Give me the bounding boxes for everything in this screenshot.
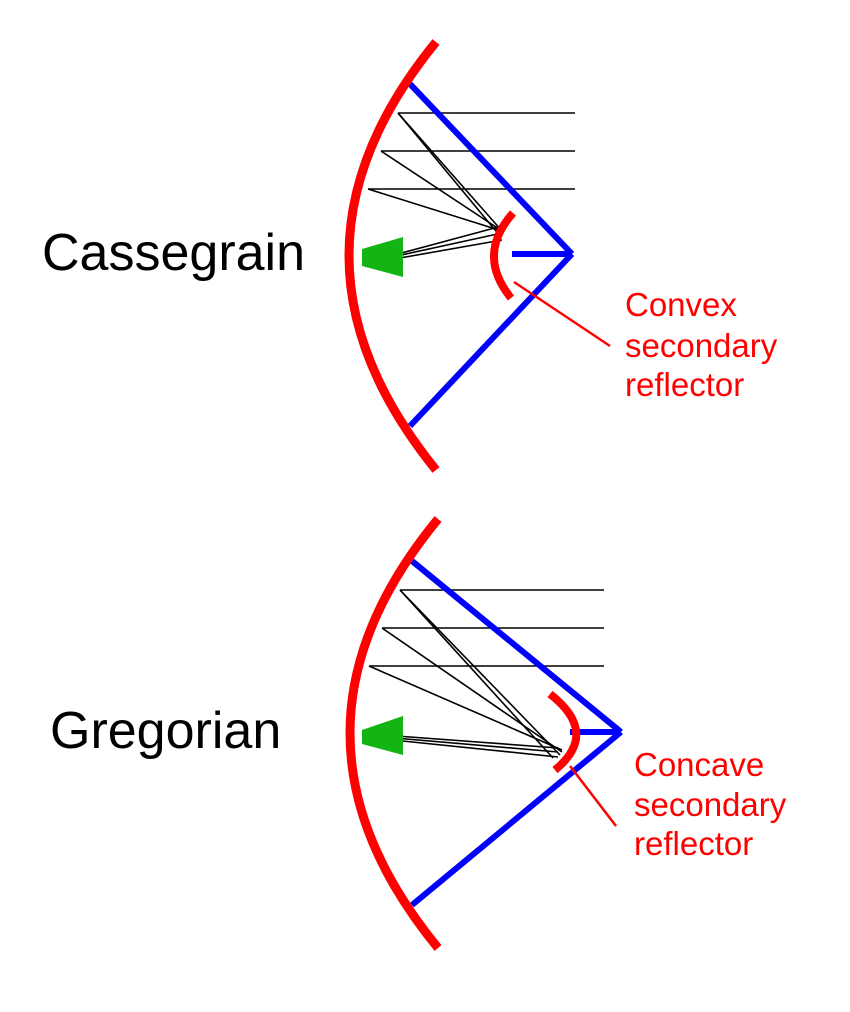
gregorian-feed-ray-3 (382, 738, 559, 758)
cassegrain-annotation-line-2: secondary (625, 327, 778, 364)
gregorian-diagram: Gregorian Concave secondary reflector (50, 516, 787, 951)
cassegrain-reflected-ray-2 (380, 150, 503, 232)
cassegrain-annotation-leader (513, 280, 611, 348)
gregorian-secondary-reflector (547, 690, 581, 774)
cassegrain-lower-strut (407, 251, 575, 429)
cassegrain-support-struts (407, 81, 575, 429)
gregorian-feed-horn (362, 716, 403, 755)
gregorian-lower-strut (410, 729, 623, 908)
gregorian-annotation-line-2: secondary (634, 786, 787, 823)
cassegrain-feed-horn (362, 237, 403, 277)
gregorian-primary-reflector (345, 516, 442, 951)
cassegrain-annotation-line-3: reflector (625, 366, 744, 403)
gregorian-annotation-line-1: Concave (634, 746, 764, 783)
gregorian-support-struts (410, 558, 623, 908)
gregorian-reflected-ray-3 (368, 665, 563, 751)
gregorian-feed-ray-1 (382, 734, 559, 749)
cassegrain-secondary-reflector (490, 210, 517, 301)
gregorian-rays (368, 589, 604, 759)
gregorian-annotation-leader (569, 765, 617, 827)
gregorian-reflected-ray-2 (381, 627, 563, 753)
gregorian-annotation-line-3: reflector (634, 825, 753, 862)
gregorian-label: Gregorian (50, 702, 281, 760)
cassegrain-primary-reflector (344, 39, 440, 473)
gregorian-reflected-ray-4 (399, 589, 554, 759)
gregorian-upper-strut (410, 558, 623, 735)
cassegrain-annotation-line-1: Convex (625, 286, 737, 323)
cassegrain-label: Cassegrain (42, 224, 305, 282)
gregorian-reflected-ray-1 (399, 589, 561, 756)
cassegrain-reflected-ray-4 (397, 112, 501, 237)
cassegrain-reflected-ray-3 (367, 188, 503, 232)
cassegrain-diagram: Cassegrain Convex secondary reflector (42, 39, 778, 473)
gregorian-feed-ray-2 (382, 736, 559, 753)
cassegrain-upper-strut (407, 81, 575, 257)
